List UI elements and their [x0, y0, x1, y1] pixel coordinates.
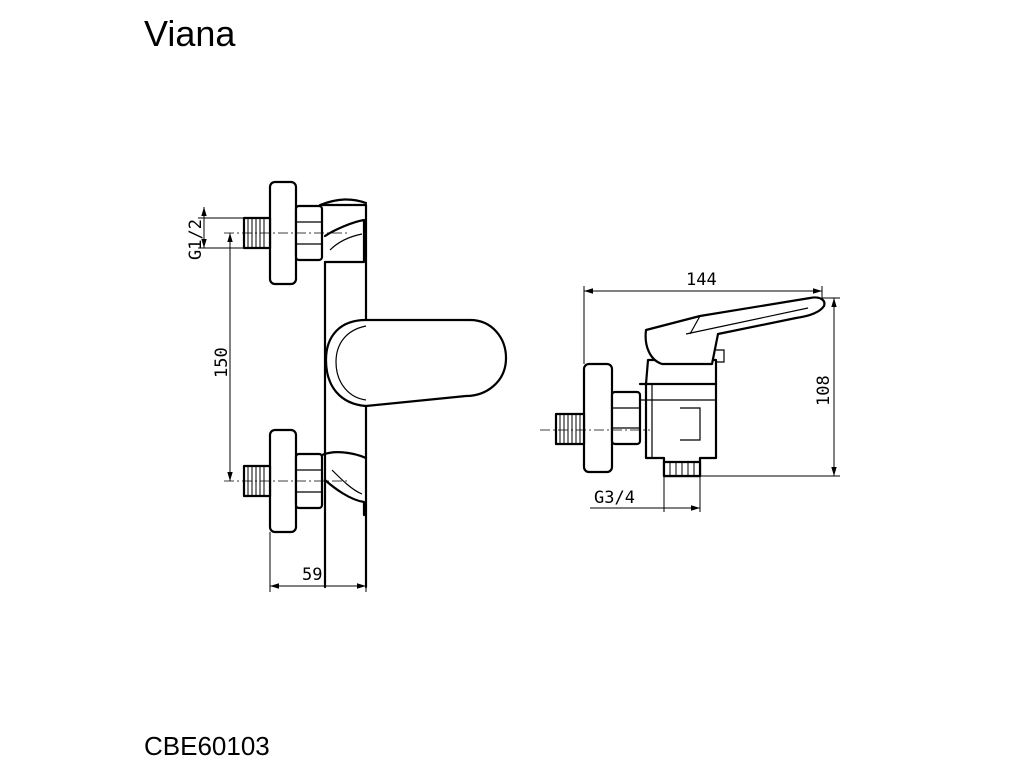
product-code: CBE60103: [144, 731, 270, 761]
dimension-front-depth: 59: [302, 565, 322, 585]
front-view: [198, 180, 508, 592]
product-title: Viana: [144, 13, 236, 54]
dimension-outlet-thread: G3/4: [594, 488, 635, 508]
dimension-height: 108: [814, 375, 834, 406]
dimension-length: 144: [686, 270, 717, 290]
side-view: [540, 286, 840, 512]
dimension-inlet-thread: G1/2: [186, 219, 206, 260]
dimension-center-distance: 150: [212, 347, 232, 378]
